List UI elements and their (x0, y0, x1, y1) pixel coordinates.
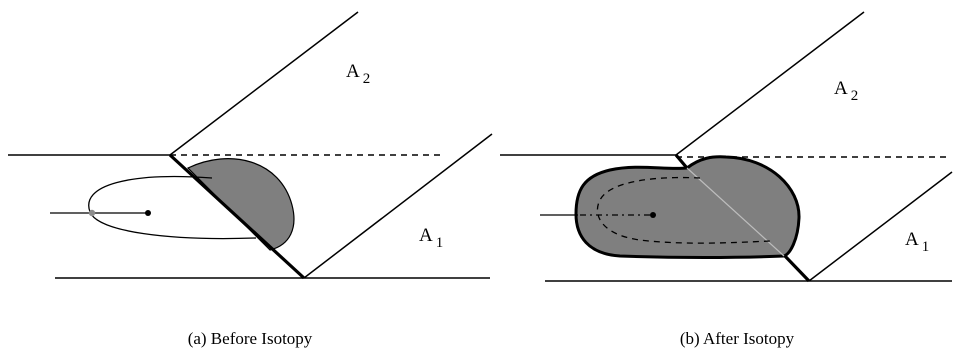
dashed-inner-loop (596, 176, 771, 244)
black-endpoint (145, 210, 151, 216)
caption-after-isotopy: (b) After Isotopy (680, 329, 795, 348)
gray-point (88, 209, 96, 217)
caption-before-isotopy: (a) Before Isotopy (188, 329, 313, 348)
right-diagonal-line (303, 133, 493, 279)
upper-diagonal-line (169, 11, 359, 156)
right-diagonal-line (808, 171, 953, 282)
shaded-half-disk (186, 158, 295, 251)
thick-boundary-segment-bottom (782, 253, 811, 283)
thick-boundary-segment-top (674, 153, 689, 170)
thick-boundary-segment (168, 153, 306, 280)
black-endpoint (650, 212, 656, 218)
upper-diagonal-line (675, 11, 865, 156)
